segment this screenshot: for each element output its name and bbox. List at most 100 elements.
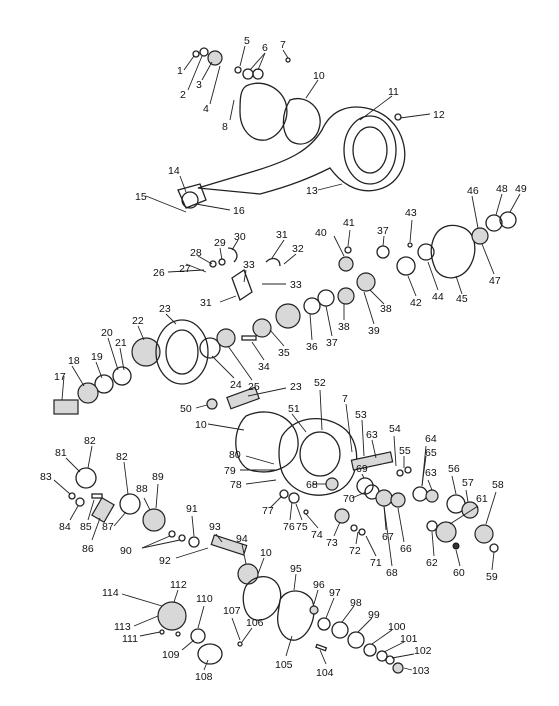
part-72-pin-b bbox=[358, 528, 366, 536]
leader-31a bbox=[271, 239, 285, 259]
callout-label: 55 bbox=[399, 445, 411, 457]
part-47-cone bbox=[471, 227, 489, 245]
leader-47 bbox=[481, 243, 495, 275]
part-104-bolt bbox=[315, 643, 328, 652]
part-67-bearing bbox=[375, 489, 393, 507]
leader-29 bbox=[219, 247, 223, 261]
part-23-shaft bbox=[226, 386, 260, 410]
leader-106 bbox=[241, 627, 253, 643]
leader-103 bbox=[403, 667, 413, 671]
part-61-gear bbox=[435, 521, 457, 543]
part-17-shaft bbox=[53, 399, 79, 415]
callout-label: 42 bbox=[410, 297, 422, 309]
leader-22 bbox=[137, 325, 145, 341]
part-85-pin bbox=[91, 493, 103, 499]
part-106-pin bbox=[237, 641, 243, 647]
leader-32 bbox=[283, 253, 297, 265]
part-91-washer bbox=[188, 536, 200, 548]
callout-label: 94 bbox=[236, 533, 248, 545]
leader-34 bbox=[251, 341, 265, 361]
callout-label: 1 bbox=[177, 65, 183, 77]
part-63-sleeve bbox=[425, 489, 439, 503]
part-11-housing-bore bbox=[352, 126, 388, 174]
part-22-hub bbox=[131, 337, 161, 367]
callout-label: 47 bbox=[489, 275, 501, 287]
leader-83 bbox=[53, 479, 71, 495]
callout-label: 15 bbox=[135, 191, 147, 203]
callout-label: 32 bbox=[292, 243, 304, 255]
leader-82a bbox=[87, 445, 93, 469]
callout-label: 38 bbox=[380, 303, 392, 315]
callout-label: 102 bbox=[414, 645, 432, 657]
leader-61 bbox=[449, 505, 479, 525]
callout-label: 62 bbox=[426, 557, 438, 569]
callout-label: 37 bbox=[326, 337, 338, 349]
leader-98 bbox=[341, 605, 355, 623]
callout-label: 30 bbox=[234, 231, 246, 243]
part-10-gasket-ring bbox=[282, 98, 321, 145]
leader-96 bbox=[313, 589, 319, 605]
callout-label: 108 bbox=[195, 671, 213, 683]
leader-51 bbox=[291, 413, 307, 433]
part-31-spring bbox=[265, 257, 281, 267]
leader-91 bbox=[191, 515, 195, 537]
leader-36 bbox=[309, 313, 313, 341]
callout-label: 84 bbox=[59, 521, 71, 533]
part-14-spindle bbox=[177, 183, 207, 209]
part-90-ball-b bbox=[178, 534, 186, 542]
part-82-ring-upper bbox=[75, 467, 97, 489]
callout-label: 23 bbox=[159, 303, 171, 315]
leader-28 bbox=[197, 255, 213, 265]
part-100-spacer bbox=[363, 643, 377, 657]
part-58-yoke bbox=[474, 524, 494, 544]
part-76-plug bbox=[288, 492, 300, 504]
leader-8 bbox=[229, 99, 235, 121]
leader-52 bbox=[319, 389, 323, 431]
callout-label: 10 bbox=[260, 547, 272, 559]
part-45-housing-cup bbox=[430, 224, 476, 279]
callout-label: 22 bbox=[132, 315, 144, 327]
callout-label: 54 bbox=[389, 423, 401, 435]
part-73-bearing bbox=[334, 508, 350, 524]
leader-26 bbox=[167, 269, 205, 273]
leader-85 bbox=[87, 499, 95, 521]
part-111-stud-a bbox=[159, 629, 165, 635]
leader-6a bbox=[249, 52, 266, 71]
part-62-nut bbox=[426, 520, 438, 532]
leader-111 bbox=[139, 631, 161, 637]
leader-16 bbox=[195, 203, 231, 211]
leader-50 bbox=[195, 404, 208, 409]
part-41-fitting bbox=[344, 246, 352, 254]
callout-label: 110 bbox=[196, 593, 213, 605]
leader-7 bbox=[282, 49, 289, 59]
leader-21 bbox=[119, 347, 125, 371]
parts-layer bbox=[53, 47, 517, 674]
leader-80 bbox=[245, 455, 275, 465]
part-34-pin bbox=[241, 335, 257, 341]
part-3-bearing bbox=[207, 50, 223, 66]
leader-54 bbox=[393, 435, 397, 467]
leader-31b bbox=[219, 295, 237, 303]
leader-62 bbox=[431, 531, 435, 557]
callout-label: 16 bbox=[233, 205, 245, 217]
part-53-shaft bbox=[350, 451, 394, 471]
callout-label: 26 bbox=[153, 267, 165, 279]
callout-label: 27 bbox=[179, 263, 191, 275]
leader-35 bbox=[269, 329, 285, 347]
callout-label: 96 bbox=[313, 579, 325, 591]
part-24-washer bbox=[199, 337, 221, 359]
part-35-spider-gear bbox=[252, 318, 272, 338]
leader-102 bbox=[391, 653, 415, 659]
part-49-race bbox=[499, 211, 517, 229]
callout-label: 72 bbox=[349, 545, 361, 557]
leader-87 bbox=[113, 511, 127, 527]
callout-labels: 1 2 3 4 5 6 7 8 10 11 12 13 14 15 16 17 … bbox=[40, 35, 527, 683]
leader-107 bbox=[231, 617, 241, 641]
leader-44 bbox=[427, 261, 439, 291]
part-90-ball-a bbox=[168, 530, 176, 538]
callout-label: 24 bbox=[230, 379, 242, 391]
callout-label: 36 bbox=[306, 341, 318, 353]
part-35-pinion bbox=[275, 303, 301, 329]
leader-lines bbox=[53, 45, 521, 671]
